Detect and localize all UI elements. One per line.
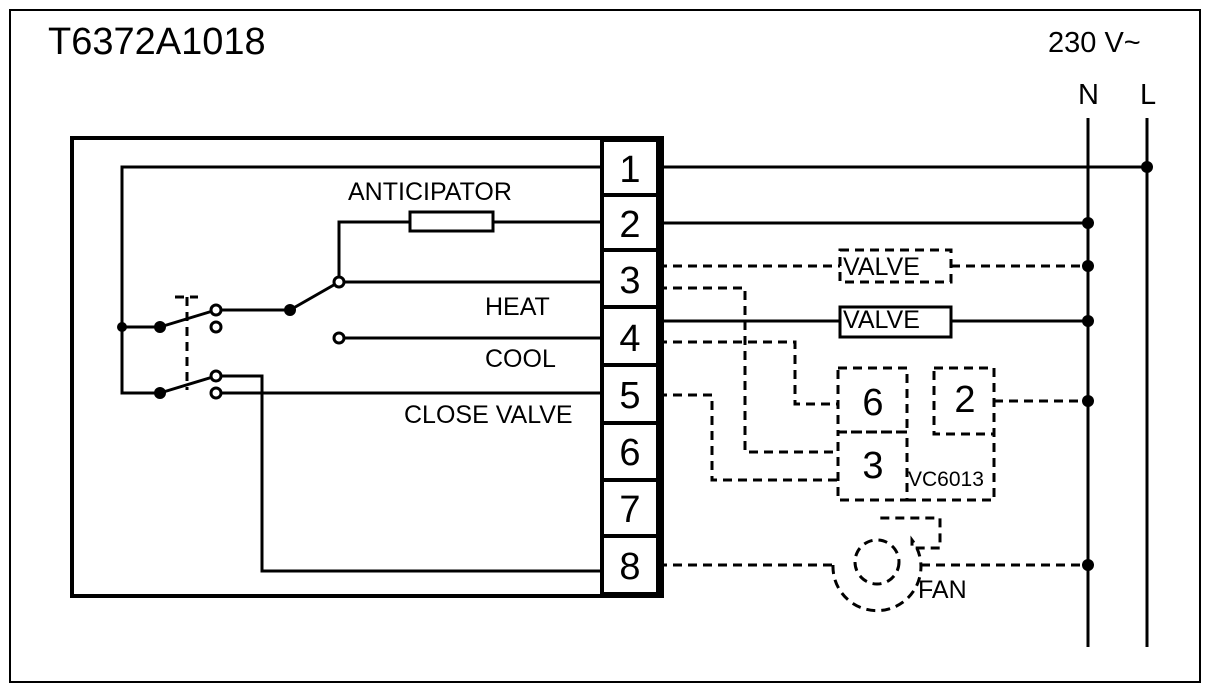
- heat-valve-label: VALVE: [843, 253, 920, 281]
- wire-common: [120, 165, 602, 395]
- heat-label: HEAT: [485, 293, 550, 321]
- terminal-1-number: 1: [619, 149, 640, 191]
- wire-fan: [216, 374, 602, 573]
- fan-label: FAN: [918, 576, 967, 604]
- actuator-model-label: VC6013: [908, 468, 984, 491]
- selector-blade: [289, 280, 340, 312]
- line-label: L: [1140, 79, 1156, 111]
- supply-voltage: 230 V~: [1048, 27, 1141, 59]
- contact-upper-b: [209, 320, 223, 334]
- anticipator-resistor: [408, 210, 495, 233]
- cool-valve-box: [838, 305, 953, 339]
- contact-lower-b: [209, 386, 223, 400]
- contact-upper-a: [209, 303, 223, 317]
- actuator-terminal-6-number: 6: [862, 382, 883, 424]
- fan-rotor: [853, 538, 901, 586]
- actuator-terminal-3-number: 3: [862, 445, 883, 487]
- terminal-2-number: 2: [619, 204, 640, 246]
- external-wiring: VALVE VALVE 6 2 3 VC6013 FAN: [658, 161, 1153, 613]
- wire-anticipator-left: [337, 220, 410, 282]
- node-common: [117, 322, 127, 332]
- terminal-4-number: 4: [619, 318, 640, 360]
- thermostat-housing: [70, 136, 664, 598]
- contact-lower-a: [209, 369, 223, 383]
- lower-switch-blade: [159, 374, 217, 395]
- terminal-3-number: 3: [619, 260, 640, 302]
- anticipator-label: ANTICIPATOR: [348, 178, 512, 206]
- actuator-terminal-2: [932, 366, 996, 436]
- actuator-terminal-3: [836, 430, 909, 502]
- node-lower-pivot: [154, 387, 166, 399]
- cool-label: COOL: [485, 345, 556, 373]
- terminal-7-number: 7: [619, 489, 640, 531]
- terminal-6: [600, 421, 660, 482]
- contact-heat: [332, 275, 346, 289]
- node-t2-neutral: [1082, 217, 1094, 229]
- node-heat-valve-neutral: [1082, 260, 1094, 272]
- model-title: T6372A1018: [48, 21, 266, 63]
- node-cool-valve-neutral: [1082, 315, 1094, 327]
- contact-cool: [332, 331, 346, 345]
- terminal-5-number: 5: [619, 375, 640, 417]
- terminal-6-number: 6: [619, 432, 640, 474]
- outer-frame: [9, 9, 1201, 683]
- wire-t3-actuator: [658, 286, 838, 454]
- terminal-8-number: 8: [619, 546, 640, 588]
- cool-valve-label: VALVE: [843, 306, 920, 334]
- neutral-label: N: [1078, 79, 1099, 111]
- wire-t4-actuator: [658, 340, 838, 406]
- wire-t5-actuator: [658, 393, 838, 482]
- actuator-terminal-2-number: 2: [954, 379, 975, 421]
- fan-housing: [831, 516, 942, 613]
- node-fan-neutral: [1082, 559, 1094, 571]
- node-upper-pivot: [154, 321, 166, 333]
- fan-icon: [831, 516, 942, 613]
- heat-valve-box: [838, 248, 953, 284]
- node-actuator-neutral: [1082, 395, 1094, 407]
- terminal-1: [600, 138, 660, 197]
- close-valve-label: CLOSE VALVE: [404, 401, 573, 429]
- internal-wiring: [117, 165, 602, 573]
- node-t1-line: [1141, 161, 1153, 173]
- terminal-block: 1 2 3 4 5 6 7 8: [600, 138, 660, 596]
- node-selector-pivot: [284, 304, 296, 316]
